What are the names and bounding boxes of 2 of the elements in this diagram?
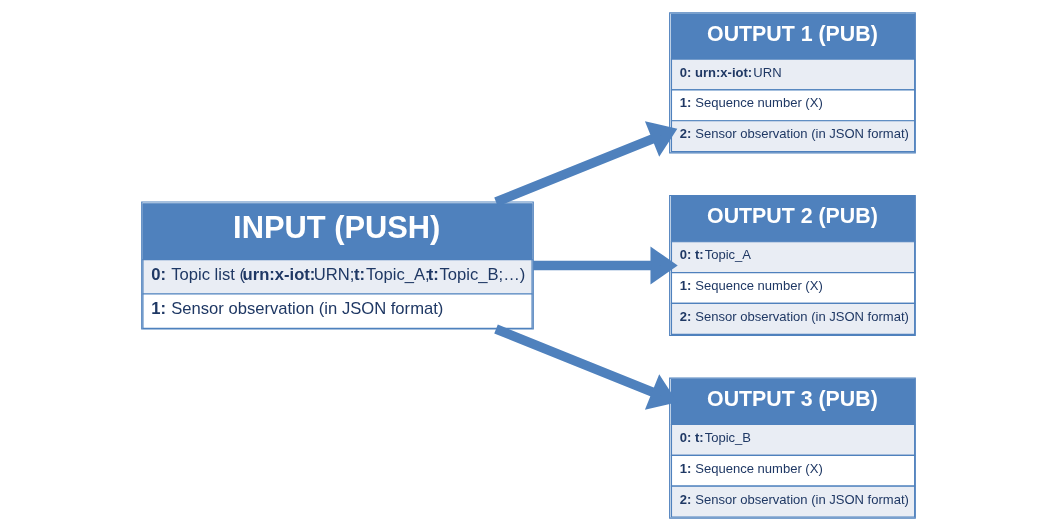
arrow bbox=[532, 246, 678, 285]
arrow bbox=[493, 121, 677, 207]
